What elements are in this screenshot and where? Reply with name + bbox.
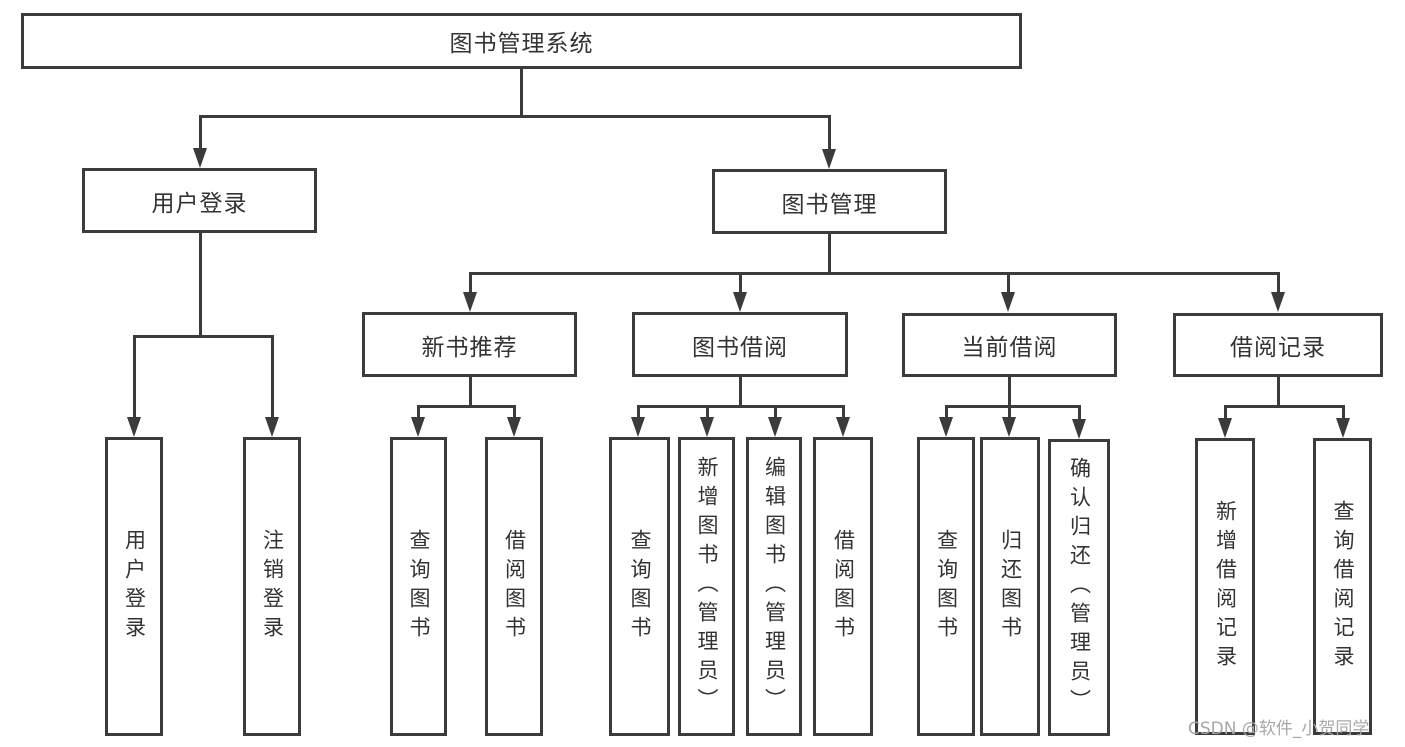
edge-bookmgmt-stem — [828, 234, 831, 275]
arrowhead-icon — [265, 417, 279, 437]
node-book-management: 图书管理 — [712, 169, 947, 234]
node-new-book-recommend: 新书推荐 — [362, 312, 577, 377]
arrowhead-icon — [733, 292, 747, 312]
csdn-watermark: CSDN @软件_小贺同学 — [1188, 719, 1370, 739]
leaf-query-books-current: 查询图书 — [917, 437, 975, 736]
edge-stem — [1078, 405, 1081, 421]
edge-stem — [637, 405, 640, 419]
edge-borrowing-branch — [637, 405, 845, 408]
edge-stem — [133, 335, 136, 418]
arrowhead-icon — [507, 417, 521, 437]
arrowhead-icon — [939, 417, 953, 437]
edge-stem — [199, 115, 202, 149]
node-borrowing-records: 借阅记录 — [1173, 313, 1383, 377]
leaf-user-login: 用户登录 — [105, 437, 163, 736]
arrowhead-icon — [1271, 292, 1285, 312]
edge-stem — [1277, 272, 1280, 293]
edge-records-stem — [1277, 377, 1280, 408]
edge-stem — [513, 405, 516, 419]
arrowhead-icon — [193, 148, 207, 168]
edge-stem — [842, 405, 845, 419]
edge-stem — [469, 272, 472, 293]
node-current-borrowing: 当前借阅 — [902, 313, 1117, 377]
edge-root-branch — [199, 115, 831, 118]
leaf-query-books-borrowing: 查询图书 — [609, 437, 670, 736]
edge-records-branch — [1224, 405, 1345, 408]
leaf-add-borrow-record: 新增借阅记录 — [1195, 438, 1255, 735]
edge-root-stem — [520, 69, 523, 117]
edge-recommend-branch — [417, 405, 516, 408]
edge-stem — [1008, 405, 1011, 419]
arrowhead-icon — [1218, 418, 1232, 438]
leaf-edit-books-admin: 编辑图书（管理员） — [746, 437, 802, 736]
leaf-borrow-books-recommend: 借阅图书 — [485, 437, 543, 736]
arrowhead-icon — [127, 417, 141, 437]
leaf-add-books-admin: 新增图书（管理员） — [678, 437, 735, 736]
arrowhead-icon — [1001, 292, 1015, 312]
edge-stem — [1224, 405, 1227, 419]
edge-bookmgmt-branch — [469, 272, 1280, 275]
arrowhead-icon — [700, 417, 714, 437]
node-library-management-system: 图书管理系统 — [21, 13, 1022, 69]
edge-stem — [774, 405, 777, 419]
leaf-logout: 注销登录 — [243, 437, 301, 736]
edge-stem — [739, 272, 742, 293]
arrowhead-icon — [631, 417, 645, 437]
arrowhead-icon — [1336, 418, 1350, 438]
edge-recommend-stem — [469, 377, 472, 408]
edge-stem — [706, 405, 709, 419]
node-book-borrowing: 图书借阅 — [632, 312, 848, 377]
leaf-return-books: 归还图书 — [980, 437, 1040, 736]
edge-stem — [945, 405, 948, 419]
leaf-borrow-books: 借阅图书 — [813, 437, 873, 736]
arrowhead-icon — [1072, 419, 1086, 439]
leaf-confirm-return-admin: 确认归还（管理员） — [1048, 439, 1110, 736]
edge-userlogin-branch — [133, 335, 274, 338]
leaf-query-borrow-record: 查询借阅记录 — [1313, 438, 1372, 735]
arrowhead-icon — [411, 417, 425, 437]
node-user-login: 用户登录 — [82, 168, 317, 233]
arrowhead-icon — [822, 149, 836, 169]
edge-userlogin-stem — [199, 233, 202, 337]
arrowhead-icon — [1002, 417, 1016, 437]
arrowhead-icon — [836, 417, 850, 437]
edge-stem — [271, 335, 274, 418]
edge-current-branch — [945, 405, 1081, 408]
edge-stem — [417, 405, 420, 419]
edge-stem — [1007, 272, 1010, 293]
arrowhead-icon — [768, 417, 782, 437]
edge-stem — [828, 115, 831, 150]
edge-stem — [1342, 405, 1345, 419]
arrowhead-icon — [463, 292, 477, 312]
leaf-query-books-recommend: 查询图书 — [390, 437, 447, 736]
edge-borrowing-stem — [739, 377, 742, 408]
edge-current-stem — [1008, 377, 1011, 408]
